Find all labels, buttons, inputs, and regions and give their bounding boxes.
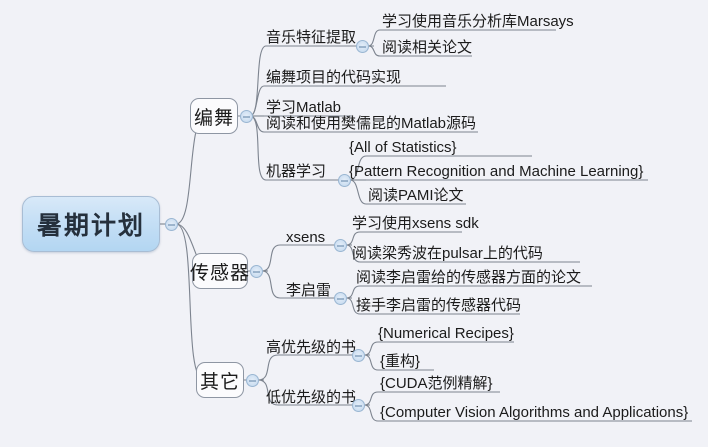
leaf-prml-label: {Pattern Recognition and Machine Learnin… [349, 163, 644, 180]
leaf-pami-papers[interactable]: 阅读PAMI论文 [368, 187, 464, 205]
leaf-pulsar-code[interactable]: 阅读梁秀波在pulsar上的代码 [352, 245, 543, 263]
leaf-xsens-sdk[interactable]: 学习使用xsens sdk [352, 215, 479, 233]
toggle-high-priority-books[interactable] [352, 349, 365, 362]
toggle-music-feature[interactable] [356, 40, 369, 53]
branch-label-others: 其它 [199, 371, 240, 393]
node-xsens[interactable]: xsens [286, 229, 325, 247]
branch-node-sensor[interactable]: 传感器 [190, 253, 251, 289]
leaf-choreo-code[interactable]: 编舞项目的代码实现 [266, 69, 401, 87]
node-low-priority-books-label: 低优先级的书 [266, 389, 357, 406]
leaf-read-papers-label: 阅读相关论文 [382, 39, 473, 56]
edge-root-to-others [175, 223, 205, 381]
edge-high-to-refactor [363, 354, 379, 371]
edge-low-to-cv [363, 404, 379, 422]
leaf-choreo-code-label: 编舞项目的代码实现 [266, 69, 402, 86]
leaf-computer-vision-book[interactable]: {Computer Vision Algorithms and Applicat… [380, 404, 688, 422]
leaf-learn-matlab[interactable]: 学习Matlab [266, 99, 341, 117]
leaf-numerical-recipes-label: {Numerical Recipes} [378, 325, 514, 342]
root-node-label: 暑期计划 [36, 212, 145, 240]
leaf-fanrukun-source-label: 阅读和使用樊儒昆的Matlab源码 [266, 115, 477, 132]
node-xsens-label: xsens [286, 229, 326, 246]
edge-low-to-cuda [363, 391, 379, 406]
node-music-feature-label: 音乐特征提取 [266, 29, 357, 46]
leaf-marsays[interactable]: 学习使用音乐分析库Marsays [382, 13, 574, 31]
toggle-low-priority-books[interactable] [352, 399, 365, 412]
branch-node-choreography[interactable]: 编舞 [190, 98, 238, 134]
leaf-read-papers[interactable]: 阅读相关论文 [382, 39, 472, 57]
edge-choreography-to-code [249, 85, 265, 117]
edge-music-to-marsays [367, 29, 381, 47]
edge-sensor-to-xsens [261, 244, 281, 272]
toggle-liqilei[interactable] [334, 292, 347, 305]
root-collapse-toggle[interactable] [165, 218, 178, 231]
node-high-priority-books-label: 高优先级的书 [266, 339, 357, 356]
leaf-liqilei-papers[interactable]: 阅读李启雷给的传感器方面的论文 [356, 269, 581, 287]
leaf-numerical-recipes[interactable]: {Numerical Recipes} [378, 325, 514, 343]
leaf-liqilei-papers-label: 阅读李启雷给的传感器方面的论文 [356, 269, 582, 286]
leaf-pulsar-code-label: 阅读梁秀波在pulsar上的代码 [352, 245, 543, 262]
edge-choreography-to-ml [249, 115, 267, 181]
leaf-all-of-statistics[interactable]: {All of Statistics} [349, 139, 457, 157]
edge-xsens-to-sdk [345, 231, 361, 246]
leaf-all-of-statistics-label: {All of Statistics} [349, 139, 457, 156]
leaf-computer-vision-book-label: {Computer Vision Algorithms and Applicat… [380, 404, 689, 421]
leaf-xsens-sdk-label: 学习使用xsens sdk [352, 215, 479, 232]
node-music-feature[interactable]: 音乐特征提取 [266, 29, 356, 47]
branch-label-choreography: 编舞 [193, 107, 234, 129]
root-node[interactable]: 暑期计划 [22, 196, 160, 252]
toggle-choreography[interactable] [240, 110, 253, 123]
toggle-sensor[interactable] [250, 265, 263, 278]
node-low-priority-books[interactable]: 低优先级的书 [266, 389, 356, 407]
toggle-machine-learning[interactable] [338, 174, 351, 187]
leaf-fanrukun-source[interactable]: 阅读和使用樊儒昆的Matlab源码 [266, 115, 476, 133]
edge-others-to-high [257, 354, 279, 381]
toggle-xsens[interactable] [334, 239, 347, 252]
leaf-liqilei-code-label: 接手李启雷的传感器代码 [356, 297, 522, 314]
edge-sensor-to-liqilei [261, 270, 281, 299]
node-high-priority-books[interactable]: 高优先级的书 [266, 339, 356, 357]
leaf-marsays-label: 学习使用音乐分析库Marsays [382, 13, 574, 30]
leaf-refactoring-label: {重构} [380, 353, 421, 370]
branch-node-others[interactable]: 其它 [196, 362, 244, 398]
toggle-others[interactable] [246, 374, 259, 387]
edge-high-to-nr [363, 341, 379, 356]
node-liqilei[interactable]: 李启雷 [286, 282, 331, 300]
edge-music-to-papers [367, 45, 381, 57]
leaf-learn-matlab-label: 学习Matlab [266, 99, 342, 116]
leaf-liqilei-code[interactable]: 接手李启雷的传感器代码 [356, 297, 521, 315]
node-liqilei-label: 李启雷 [286, 282, 332, 299]
node-machine-learning-label: 机器学习 [266, 163, 327, 180]
edge-choreography-to-music [249, 45, 267, 117]
node-machine-learning[interactable]: 机器学习 [266, 163, 326, 181]
leaf-cuda-examples-label: {CUDA范例精解} [380, 375, 493, 392]
branch-label-sensor: 传感器 [190, 262, 251, 284]
leaf-prml[interactable]: {Pattern Recognition and Machine Learnin… [349, 163, 643, 181]
edge-ml-to-pami [349, 179, 367, 205]
leaf-refactoring[interactable]: {重构} [380, 353, 420, 371]
leaf-cuda-examples[interactable]: {CUDA范例精解} [380, 375, 493, 393]
leaf-pami-papers-label: 阅读PAMI论文 [368, 187, 464, 204]
